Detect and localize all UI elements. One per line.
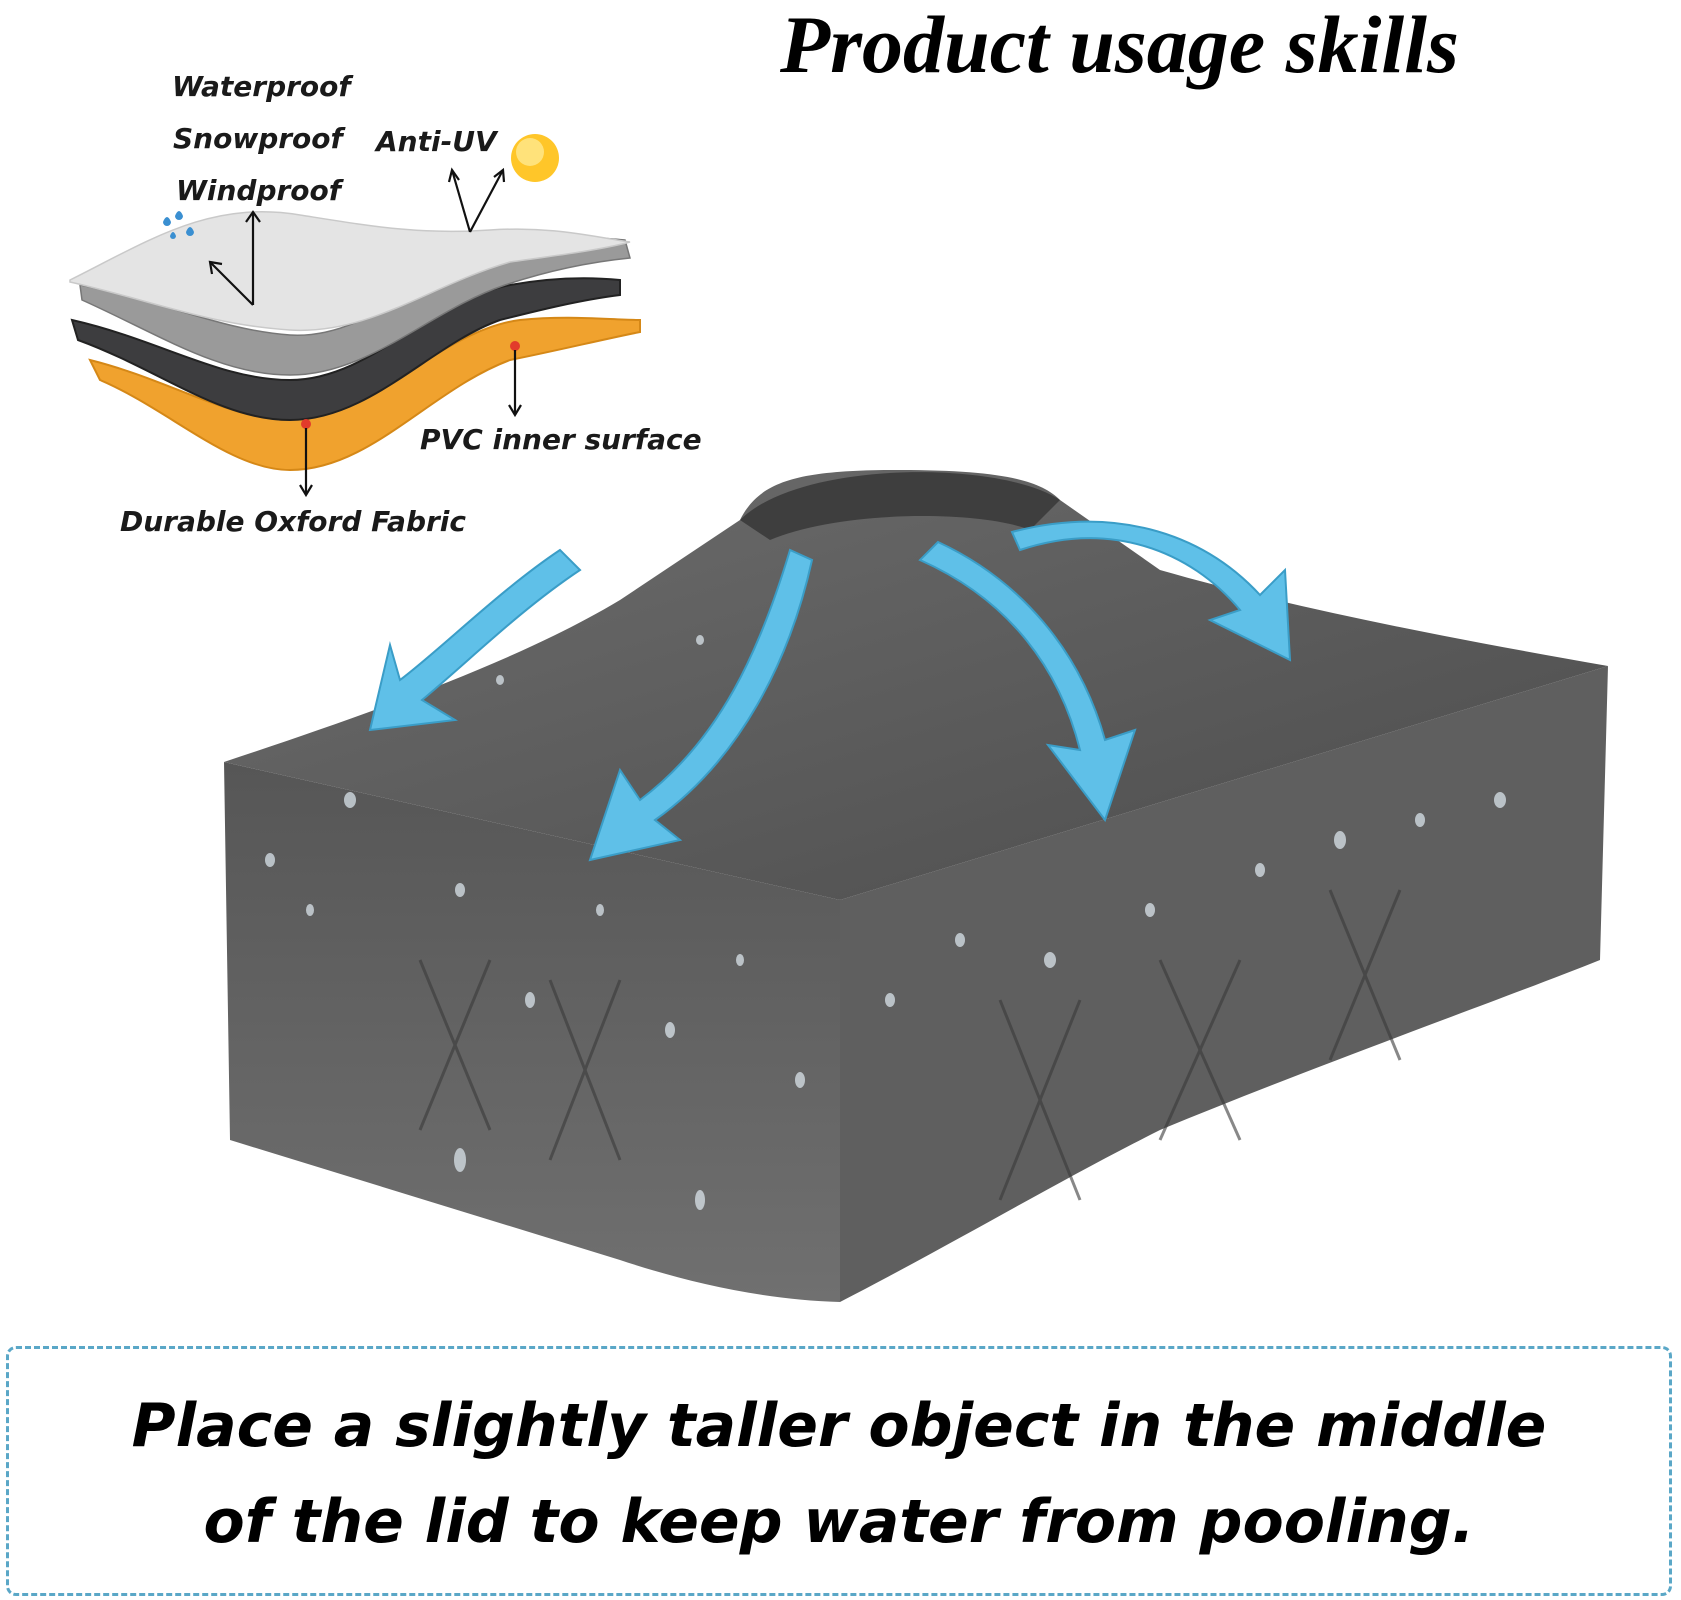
label-windproof: Windproof bbox=[176, 174, 341, 207]
cover-raised-center bbox=[740, 472, 1060, 540]
tip-line-2: of the lid to keep water from pooling. bbox=[203, 1487, 1475, 1557]
membrane-layer-shape bbox=[79, 236, 631, 376]
covered-furniture-illustration bbox=[200, 440, 1620, 1320]
cover-side-face bbox=[840, 666, 1608, 1302]
label-snowproof: Snowproof bbox=[173, 122, 343, 155]
label-anti-uv: Anti-UV bbox=[376, 125, 497, 158]
cover-with-arrows-graphic bbox=[224, 470, 1608, 1302]
sun-icon bbox=[511, 134, 559, 182]
tip-line-1: Place a slightly taller object in the mi… bbox=[131, 1391, 1547, 1461]
water-flow-arrow-icon bbox=[368, 520, 1292, 862]
label-durable-oxford-fabric: Durable Oxford Fabric bbox=[120, 505, 466, 538]
pvc-layer-shape bbox=[70, 277, 621, 422]
page-title: Product usage skills bbox=[780, 0, 1459, 90]
label-pointer-lines bbox=[208, 167, 522, 498]
cover-top-surface bbox=[224, 470, 1608, 900]
oxford-marker-dot bbox=[301, 419, 311, 429]
fabric-layers-illustration bbox=[69, 134, 641, 498]
cover-front-face bbox=[224, 762, 840, 1302]
furniture-legs-silhouette bbox=[418, 889, 1402, 1201]
fabric-layers-diagram: Waterproof Snowproof Windproof Anti-UV P… bbox=[0, 0, 720, 560]
water-droplets bbox=[265, 635, 1506, 1210]
usage-tip-box: Place a slightly taller object in the mi… bbox=[6, 1346, 1672, 1596]
pvc-marker-dot bbox=[510, 341, 520, 351]
label-pvc-inner-surface: PVC inner surface bbox=[420, 423, 702, 456]
label-waterproof: Waterproof bbox=[172, 70, 351, 103]
top-film-shape bbox=[69, 211, 631, 332]
water-drops-icon bbox=[163, 211, 194, 239]
